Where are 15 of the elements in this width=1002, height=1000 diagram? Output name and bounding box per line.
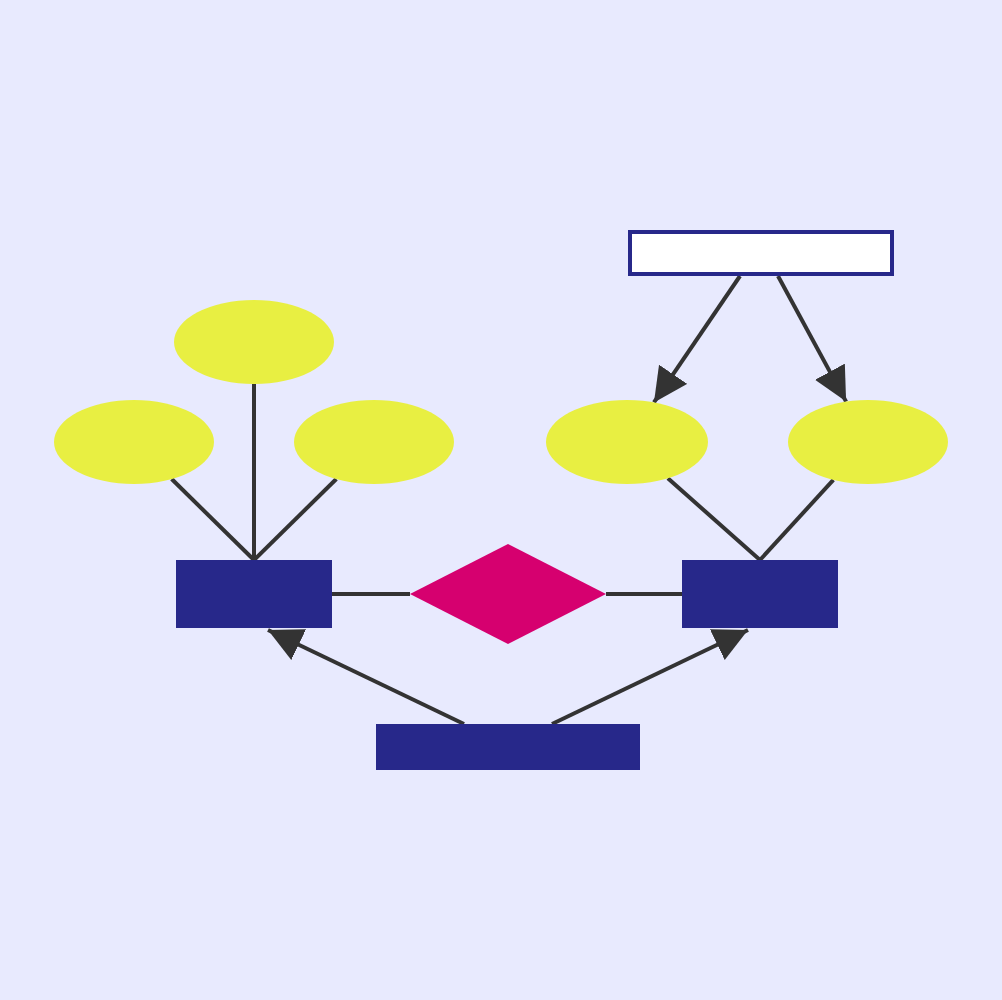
connector-line bbox=[332, 592, 410, 596]
rectangle-node bbox=[628, 230, 894, 276]
connector-line bbox=[606, 592, 682, 596]
arrow bbox=[776, 275, 848, 403]
connector-line bbox=[252, 477, 338, 562]
arrow bbox=[267, 628, 465, 726]
connector-line bbox=[252, 384, 256, 560]
arrow bbox=[551, 628, 749, 726]
rectangle-node bbox=[682, 560, 838, 628]
arrow bbox=[652, 274, 742, 404]
connector-line bbox=[666, 476, 762, 562]
connector-line bbox=[170, 477, 256, 562]
rectangle-node bbox=[176, 560, 332, 628]
connector-line bbox=[758, 478, 835, 562]
rectangle-node bbox=[376, 724, 640, 770]
